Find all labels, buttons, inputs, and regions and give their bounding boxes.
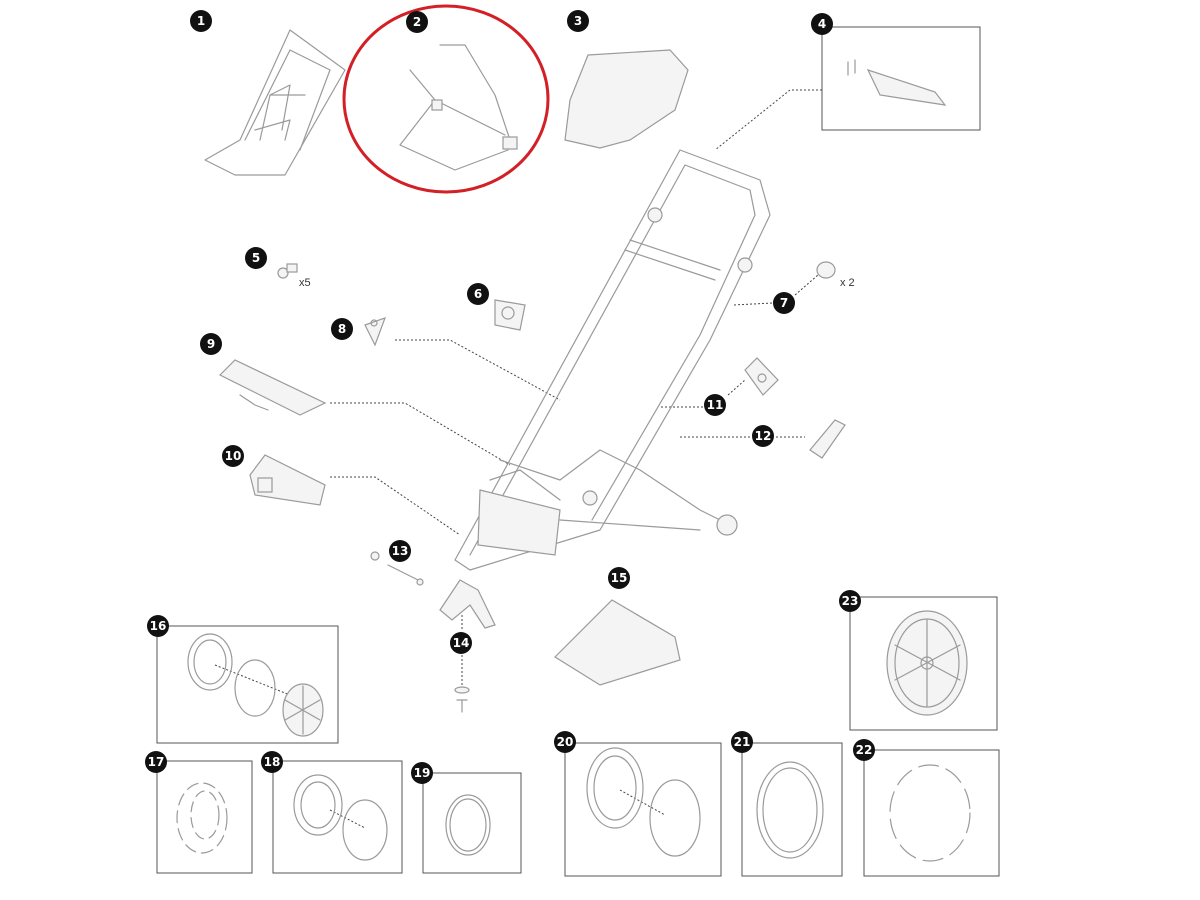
svg-text:2: 2 <box>413 15 421 29</box>
part-5-quantity: x5 <box>299 277 311 289</box>
svg-text:21: 21 <box>734 735 751 749</box>
badge-15: 15 <box>608 567 630 589</box>
badge-5: 5 <box>245 247 267 269</box>
svg-text:19: 19 <box>414 766 431 780</box>
svg-text:18: 18 <box>264 755 281 769</box>
badge-18: 18 <box>261 751 283 773</box>
badge-13: 13 <box>389 540 411 562</box>
svg-text:10: 10 <box>225 449 242 463</box>
svg-text:5: 5 <box>252 251 260 265</box>
part-20-tire-tube[interactable] <box>586 747 701 857</box>
part-19-tube[interactable] <box>445 794 491 856</box>
svg-text:12: 12 <box>755 429 772 443</box>
part-13-axle[interactable] <box>370 551 424 586</box>
part-7-quantity: x 2 <box>840 277 855 289</box>
part-18-box <box>272 760 403 874</box>
svg-text:22: 22 <box>856 743 873 757</box>
part-20-box <box>564 742 722 877</box>
svg-text:20: 20 <box>557 735 574 749</box>
badge-19: 19 <box>411 762 433 784</box>
badge-17: 17 <box>145 751 167 773</box>
badge-16: 16 <box>147 615 169 637</box>
badge-3: 3 <box>567 10 589 32</box>
svg-text:17: 17 <box>148 755 165 769</box>
part-14-fork[interactable] <box>439 579 496 713</box>
svg-text:6: 6 <box>474 287 482 301</box>
svg-text:8: 8 <box>338 322 346 336</box>
badge-20: 20 <box>554 731 576 753</box>
part-7-cap[interactable] <box>816 261 836 279</box>
svg-text:23: 23 <box>842 594 859 608</box>
badge-23: 23 <box>839 590 861 612</box>
svg-text:9: 9 <box>207 337 215 351</box>
badge-7: 7 <box>773 292 795 314</box>
part-17-box <box>156 760 253 874</box>
badge-10: 10 <box>222 445 244 467</box>
part-23-box <box>849 596 998 731</box>
part-12-latch[interactable] <box>809 419 846 459</box>
badge-1: 1 <box>190 10 212 32</box>
svg-text:7: 7 <box>780 296 788 310</box>
badge-22: 22 <box>853 739 875 761</box>
badge-9: 9 <box>200 333 222 355</box>
part-15-basket[interactable] <box>554 599 681 686</box>
leader-lines <box>214 89 822 829</box>
badge-11: 11 <box>704 394 726 416</box>
part-6-hub[interactable] <box>494 299 526 331</box>
part-4-handlebar-grip[interactable] <box>847 59 947 106</box>
part-5-bolt[interactable] <box>277 263 298 279</box>
svg-text:3: 3 <box>574 14 582 28</box>
svg-text:4: 4 <box>818 17 826 31</box>
part-9-tray[interactable] <box>218 359 327 416</box>
svg-text:11: 11 <box>707 398 724 412</box>
badge-14: 14 <box>450 632 472 654</box>
badge-21: 21 <box>731 731 753 753</box>
part-8-clip[interactable] <box>364 317 387 347</box>
part-17-tread-segments[interactable] <box>176 782 228 854</box>
part-11-bracket[interactable] <box>744 357 779 396</box>
svg-text:1: 1 <box>197 14 205 28</box>
badge-6: 6 <box>467 283 489 305</box>
part-19-box <box>422 772 522 874</box>
svg-text:13: 13 <box>392 544 409 558</box>
part-21-box <box>741 742 843 877</box>
part-16-box <box>156 625 339 744</box>
part-16-wheel-assembly[interactable] <box>187 633 324 737</box>
svg-text:14: 14 <box>453 636 470 650</box>
part-22-tread-segments[interactable] <box>889 764 971 862</box>
part-1-seat[interactable] <box>204 29 346 176</box>
part-3-canopy[interactable] <box>564 49 689 149</box>
stroller-frame[interactable] <box>454 149 771 571</box>
part-23-rear-wheel[interactable] <box>886 610 968 716</box>
badge-12: 12 <box>752 425 774 447</box>
part-4-box <box>821 26 981 131</box>
badge-8: 8 <box>331 318 353 340</box>
highlight-circle-part-2 <box>342 4 550 194</box>
badge-4: 4 <box>811 13 833 35</box>
svg-text:16: 16 <box>150 619 167 633</box>
part-2-canopy-frame[interactable] <box>399 44 518 171</box>
badge-2: 2 <box>406 11 428 33</box>
part-18-tire-tube[interactable] <box>293 774 388 861</box>
svg-text:15: 15 <box>611 571 628 585</box>
part-10-bumper[interactable] <box>249 454 326 506</box>
part-22-box <box>863 749 1000 877</box>
part-21-tire[interactable] <box>756 761 824 859</box>
